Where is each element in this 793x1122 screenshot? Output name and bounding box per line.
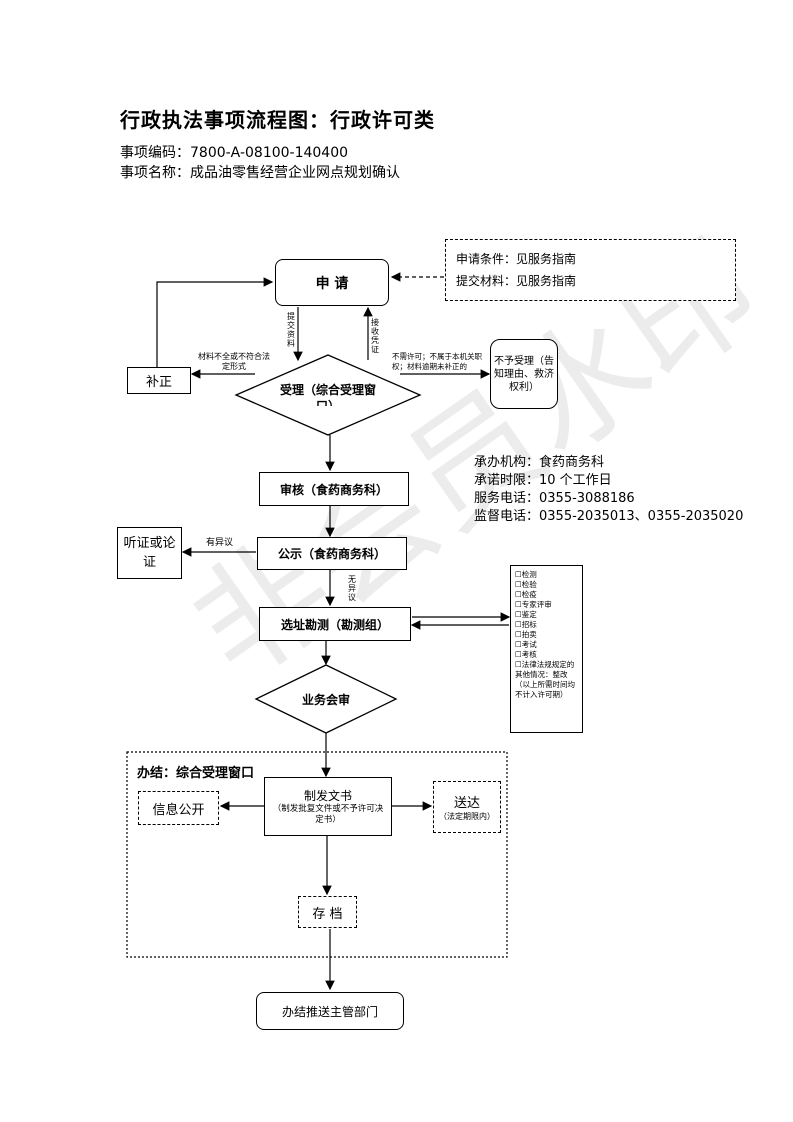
edge-label-receipt: 接收凭证 xyxy=(371,318,379,354)
hearing-node: 听证或论证 xyxy=(117,527,182,579)
edge-label-not-permit: 不需许可；不属于本机关职权；材料逾期未补正的 xyxy=(392,352,482,371)
push-node: 办结推送主管部门 xyxy=(256,992,404,1030)
checklist-item: ☐考试 xyxy=(515,640,537,649)
apply-node: 申 请 xyxy=(275,259,389,306)
review-label: 审核（食药商务科） xyxy=(279,482,388,497)
checklist-box: ☐检测☐检验☐检疫☐专家评审☐鉴定☐招标☐拍卖☐考试☐考核☐法律法规规定的其他情… xyxy=(510,565,583,733)
apply-label: 申 请 xyxy=(315,275,349,292)
meeting-label: 业务会审 xyxy=(301,693,350,707)
limit-line: 承诺时限：10 个工作日 xyxy=(474,473,612,488)
org-info: 承办机构：食药商务科 承诺时限：10 个工作日 服务电话：0355-308818… xyxy=(474,454,743,526)
supervise-phone: 监督电话：0355-2035013、0355-2035020 xyxy=(474,509,744,524)
push-label: 办结推送主管部门 xyxy=(281,1004,378,1019)
edge-label-incomplete: 材料不全或不符合法定形式 xyxy=(198,352,270,371)
checklist-item: ☐鉴定 xyxy=(515,610,537,619)
edge-supplement-to-apply xyxy=(156,277,274,367)
checklist-item: ☐检验 xyxy=(515,580,537,589)
checklist-item: ☐招标 xyxy=(515,620,537,629)
info-public-node: 信息公开 xyxy=(138,791,219,825)
accept-label: 受理（综合受理窗口） xyxy=(280,383,376,406)
info-public-label: 信息公开 xyxy=(152,802,205,818)
finish-frame xyxy=(126,751,508,958)
hearing-label: 听证或论证 xyxy=(123,536,176,570)
publicity-label: 公示（食药商务科） xyxy=(277,547,386,561)
deliver-sub: （法定期限内） xyxy=(439,812,495,821)
info-line-conditions: 申请条件：见服务指南 xyxy=(456,252,577,266)
issue-doc-sub: （制发批复文件或不予许可决定书） xyxy=(272,804,384,825)
edge-label-no-objection: 无异议 xyxy=(348,575,356,602)
supplement-label: 补正 xyxy=(145,375,172,390)
edge-label-objection: 有异议 xyxy=(206,538,234,548)
checklist-item: ☐拍卖 xyxy=(515,630,537,639)
item-name: 事项名称：成品油零售经营企业网点规划确认 xyxy=(120,165,400,181)
meeting-diamond xyxy=(254,664,398,734)
finish-title: 办结：综合受理窗口 xyxy=(137,766,255,781)
checklist-item: ☐检疫 xyxy=(515,590,537,599)
info-line-materials: 提交材料：见服务指南 xyxy=(456,274,577,288)
service-phone: 服务电话：0355-3088186 xyxy=(474,491,635,506)
checklist-item: ☐考核 xyxy=(515,650,537,659)
survey-label: 选址勘测（勘测组） xyxy=(280,617,389,632)
survey-node: 选址勘测（勘测组） xyxy=(259,607,411,641)
org-line: 承办机构：食药商务科 xyxy=(474,455,605,470)
issue-doc-label: 制发文书 xyxy=(303,789,352,803)
checklist: ☐检测☐检验☐检疫☐专家评审☐鉴定☐招标☐拍卖☐考试☐考核☐法律法规规定的其他情… xyxy=(515,570,578,700)
page-title: 行政执法事项流程图：行政许可类 xyxy=(120,108,435,132)
checklist-item: ☐检测 xyxy=(515,570,537,579)
edge-label-submit: 提交资料 xyxy=(287,312,295,348)
reject-label: 不予受理（告知理由、救济权利） xyxy=(494,355,554,393)
deliver-node: 送达 （法定期限内） xyxy=(433,781,501,833)
issue-doc-node: 制发文书 （制发批复文件或不予许可决定书） xyxy=(264,777,392,836)
info-box: 申请条件：见服务指南 提交材料：见服务指南 xyxy=(445,239,736,301)
review-node: 审核（食药商务科） xyxy=(259,472,409,506)
archive-label: 存 档 xyxy=(312,906,343,922)
checklist-item: ☐法律法规规定的其他情况：整改 xyxy=(515,660,575,679)
item-code: 事项编码：7800-A-08100-140400 xyxy=(120,145,349,161)
deliver-label: 送达 xyxy=(453,796,480,811)
checklist-item: ☐专家评审 xyxy=(515,600,552,609)
supplement-node: 补正 xyxy=(127,367,191,394)
reject-node: 不予受理（告知理由、救济权利） xyxy=(490,339,558,409)
archive-node: 存 档 xyxy=(298,896,357,928)
checklist-item: （以上所需时间均不计入许可期） xyxy=(515,680,575,699)
publicity-node: 公示（食药商务科） xyxy=(257,537,407,570)
accept-diamond xyxy=(234,354,422,436)
